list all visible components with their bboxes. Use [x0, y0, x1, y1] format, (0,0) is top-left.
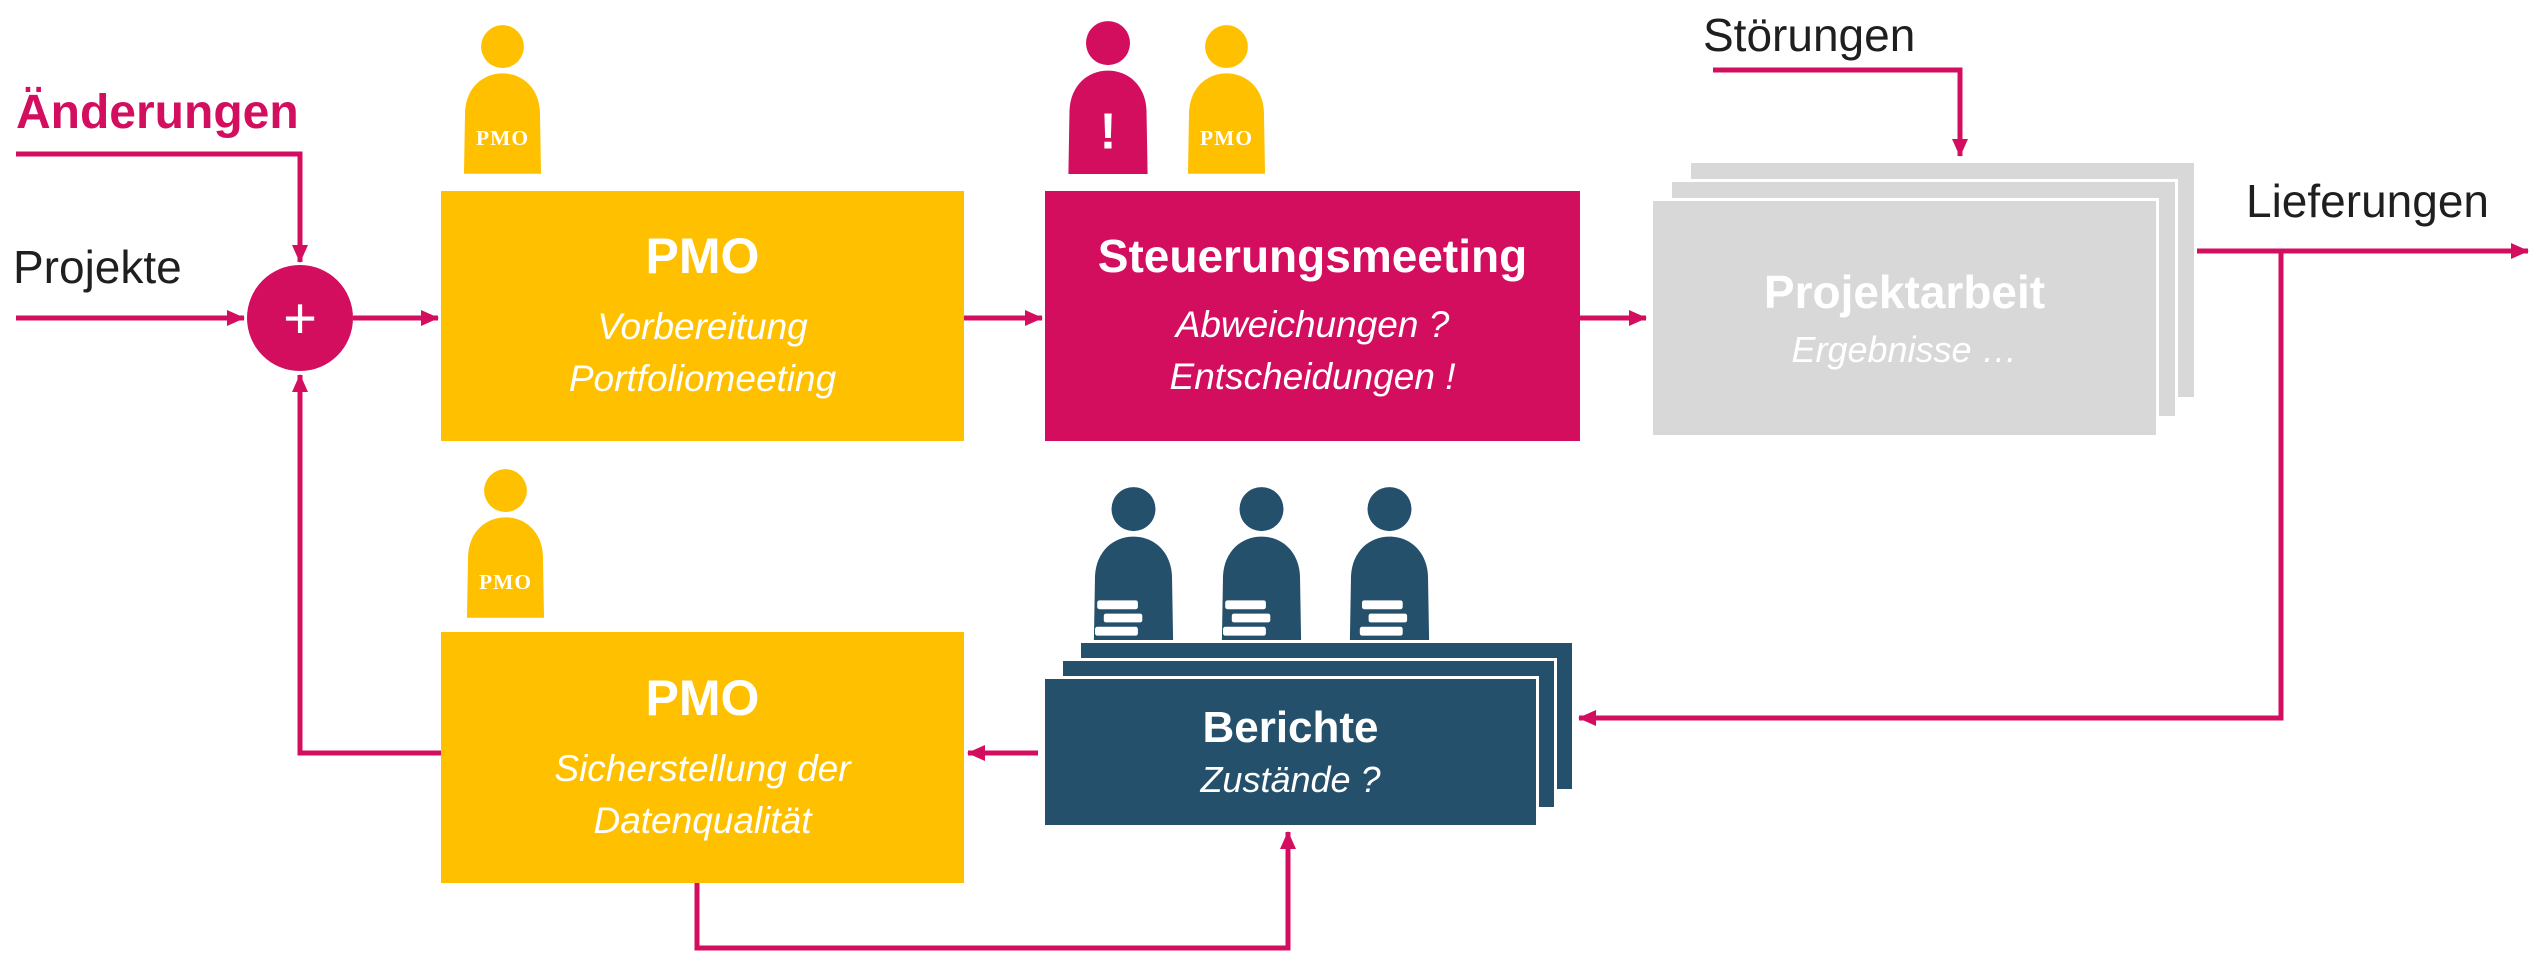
- node-steuerungsmeeting: Steuerungsmeeting Abweichungen ? Entsche…: [1045, 191, 1580, 441]
- node-projektarbeit-title: Projektarbeit: [1763, 266, 2046, 318]
- pmo-badge-text: PMO: [476, 126, 529, 150]
- papers-icon: [1095, 600, 1143, 636]
- pmo-badge-text: PMO: [1200, 126, 1253, 150]
- alert-person-icon: !: [1053, 20, 1163, 174]
- node-pmo-bottom: PMO Sicherstellung der Datenqualität: [441, 632, 964, 883]
- node-steuerungsmeeting-title: Steuerungsmeeting: [1097, 230, 1528, 283]
- pmo-badge-text: PMO: [479, 570, 532, 594]
- arrow-pmo-bottom-to-merge: [292, 374, 441, 756]
- arrow-pmo-bottom-to-berichte: [694, 831, 1296, 951]
- node-pmo-bottom-subtitle-1: Sicherstellung der: [554, 747, 851, 789]
- label-projekte: Projekte: [13, 241, 182, 293]
- node-steuerungsmeeting-subtitle-2: Entscheidungen !: [1169, 356, 1456, 397]
- node-berichte-title: Berichte: [1202, 703, 1379, 752]
- arrow-stoerungen-to-projektarbeit: [1713, 67, 1968, 157]
- pmo-person-icon-top: PMO: [449, 24, 556, 174]
- node-steuerungsmeeting-subtitle-1: Abweichungen ?: [1175, 304, 1450, 346]
- arrow-lieferungen-to-berichte: [1578, 251, 2284, 726]
- plus-sign: +: [283, 285, 317, 351]
- pmo-person-icon-bottom: PMO: [452, 468, 559, 618]
- node-projektarbeit: Projektarbeit Ergebnisse …: [1650, 198, 2159, 438]
- papers-icon: [1359, 600, 1408, 636]
- node-pmo-top-subtitle-1: Vorbereitung: [597, 306, 808, 348]
- papers-icon: [1223, 600, 1271, 636]
- label-aenderungen: Änderungen: [16, 86, 299, 139]
- arrow-aenderungen-to-merge: [16, 151, 308, 263]
- node-pmo-bottom-title: PMO: [645, 669, 760, 726]
- node-pmo-top-title: PMO: [645, 228, 760, 285]
- label-stoerungen: Störungen: [1703, 9, 1916, 61]
- alert-mark-text: !: [1100, 103, 1117, 160]
- node-pmo-top-subtitle-2: Portfoliomeeting: [568, 358, 837, 399]
- label-lieferungen: Lieferungen: [2246, 175, 2489, 227]
- node-berichte-subtitle: Zustände ?: [1200, 759, 1381, 800]
- report-person-icon-1: [1077, 486, 1190, 640]
- report-person-icon-3: [1333, 486, 1446, 640]
- node-pmo-top: PMO Vorbereitung Portfoliomeeting: [441, 191, 964, 441]
- node-projektarbeit-stack: Projektarbeit Ergebnisse …: [1650, 160, 2197, 438]
- node-berichte: Berichte Zustände ?: [1042, 676, 1539, 828]
- pmo-person-icon-meeting: PMO: [1173, 24, 1280, 174]
- node-pmo-bottom-subtitle-2: Datenqualität: [593, 799, 812, 841]
- report-person-icon-2: [1205, 486, 1318, 640]
- merge-node: +: [247, 265, 353, 371]
- node-berichte-stack: Berichte Zustände ?: [1042, 640, 1575, 828]
- node-projektarbeit-subtitle: Ergebnisse …: [1791, 329, 2018, 370]
